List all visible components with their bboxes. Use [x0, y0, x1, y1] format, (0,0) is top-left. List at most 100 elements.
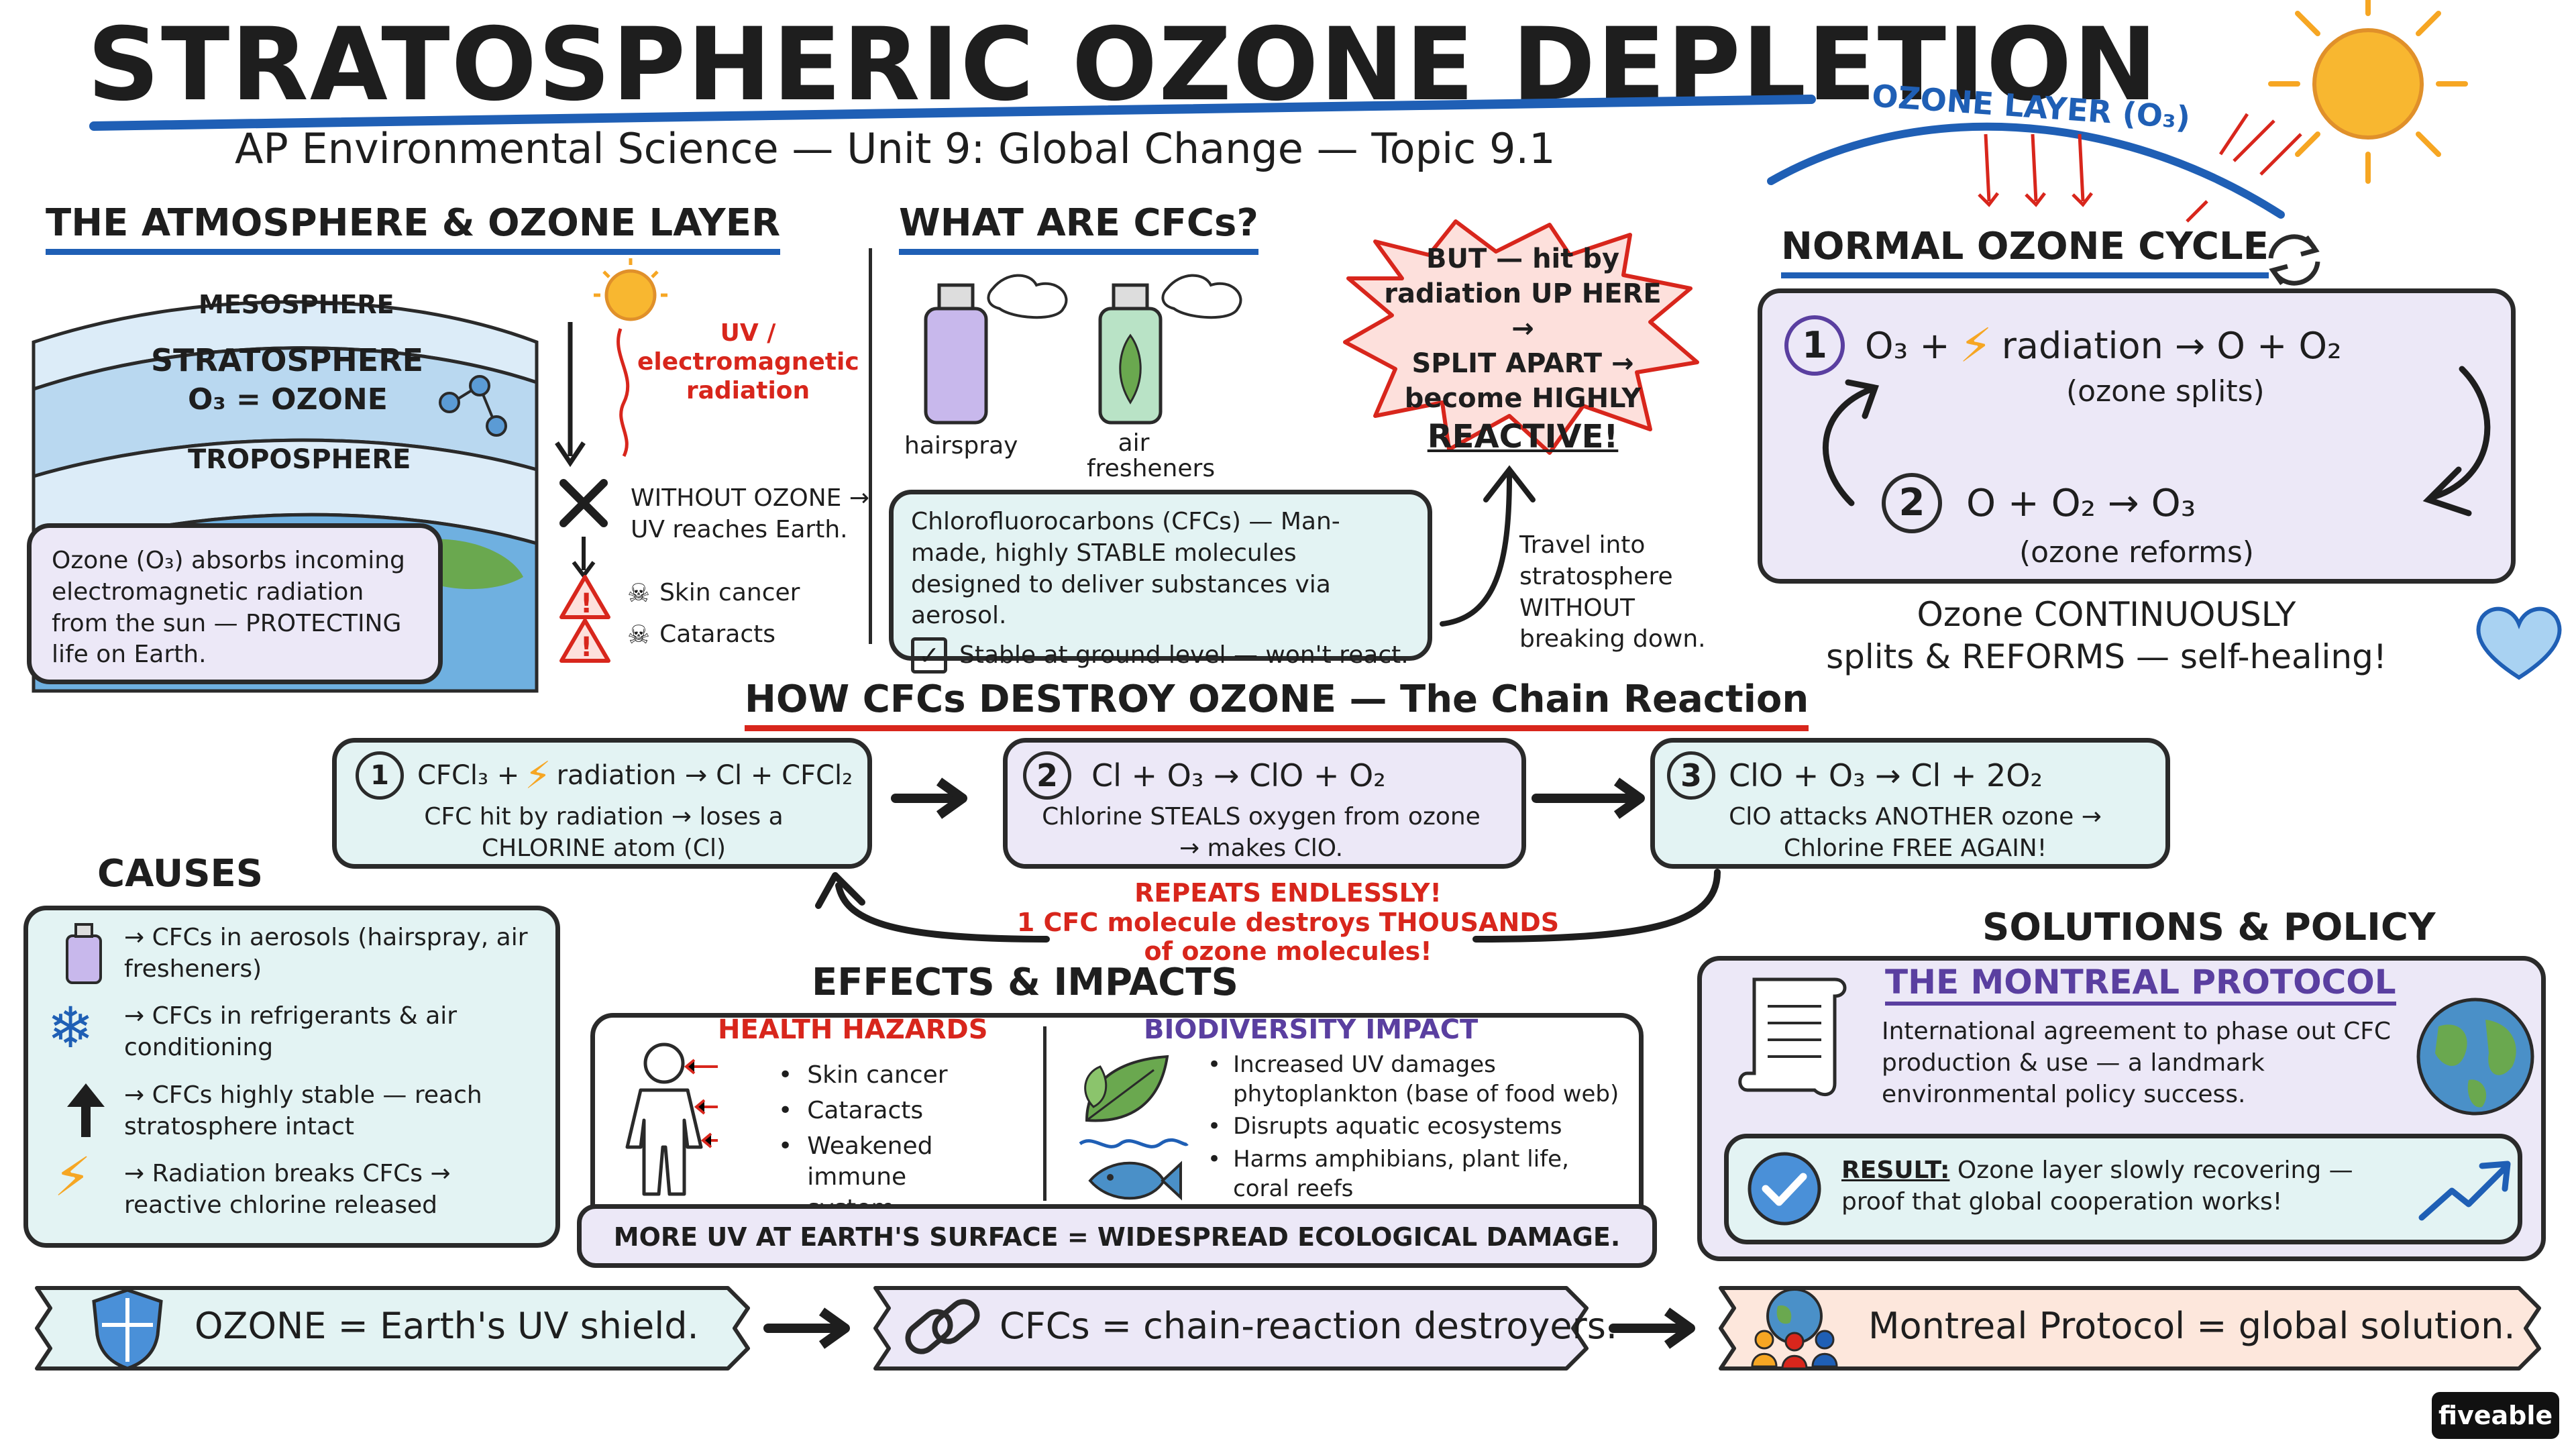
cycle-step1-note: (ozone splits)	[2066, 374, 2265, 409]
summary-banner-3	[1719, 1286, 2541, 1371]
effect-skin-cancer: Skin cancer	[659, 579, 800, 607]
bio-item: Harms amphibians, plant life, coral reef…	[1233, 1145, 1569, 1202]
protocol-text: International agreement to phase out CFC…	[1882, 1018, 2392, 1108]
chain-step3-box	[1650, 738, 2170, 869]
hairspray-can-icon	[924, 274, 1068, 425]
reactive-burst-shape	[1343, 219, 1699, 455]
chain-step1-box	[332, 738, 872, 869]
summary-banner-2	[873, 1286, 1589, 1371]
cycle-step1-eq-a: O₃ +	[1865, 324, 1950, 367]
mesosphere-label: MESOSPHERE	[199, 290, 394, 319]
travel-arrow	[1440, 465, 1536, 627]
cause-item: → CFCs in refrigerants & air conditionin…	[124, 1002, 458, 1061]
shield-icon	[92, 1288, 163, 1371]
effects-footer: MORE UV AT EARTH'S SURFACE = WIDESPREAD …	[613, 1222, 1621, 1252]
lightning-icon: ⚡	[1959, 318, 1992, 373]
effects-divider	[1043, 1026, 1046, 1201]
hairspray-label: hairspray	[904, 432, 1018, 460]
summary-ozone: OZONE = Earth's UV shield.	[195, 1305, 699, 1347]
result-text: RESULT: Ozone layer slowly recovering — …	[1841, 1157, 2353, 1216]
people-globe-icon	[1751, 1288, 1838, 1370]
ozone-formula-label: O₃ = OZONE	[188, 382, 388, 417]
effects-footer-banner: MORE UV AT EARTH'S SURFACE = WIDESPREAD …	[577, 1204, 1657, 1268]
check-circle-icon	[1748, 1152, 1821, 1226]
step-number: 2	[1882, 473, 1942, 533]
troposphere-label: TROPOSPHERE	[188, 444, 411, 475]
cfc-stable-note: Stable at ground level — won't react.	[959, 641, 1409, 669]
warning-icon: !	[559, 619, 610, 663]
summary-arrow-2	[1609, 1307, 1695, 1349]
scroll-document-icon	[1738, 977, 1847, 1097]
ozone-cycle-box	[1758, 288, 2516, 584]
cfc-definition-box: Chlorofluorocarbons (CFCs) — Man-made, h…	[889, 490, 1432, 674]
travel-text: Travel into stratosphere WITHOUT breakin…	[1519, 531, 1706, 653]
person-icon	[625, 1042, 718, 1196]
lightning-icon: ⚡	[525, 753, 551, 798]
chain-step1-eq-b: radiation → Cl + CFCl₂	[556, 760, 853, 791]
cycle-step1-eq-b: radiation → O + O₂	[2001, 324, 2342, 367]
summary-arrow-1	[763, 1307, 850, 1349]
heart-icon	[2476, 606, 2562, 680]
bio-item: Disrupts aquatic ecosystems	[1233, 1113, 1562, 1140]
brand-logo[interactable]: fiveable	[2432, 1392, 2559, 1439]
cycle-icon	[2268, 234, 2320, 286]
leaves-icon	[1084, 1055, 1169, 1122]
chain-arrow-2	[1532, 777, 1645, 819]
step-number: 1	[356, 751, 404, 800]
ozone-callout: Ozone (O₃) absorbs incoming electromagne…	[27, 523, 443, 684]
aerosol-can-icon	[66, 923, 102, 984]
bio-list: •Increased UV damages phytoplankton (bas…	[1208, 1050, 1630, 1203]
snowflake-icon: ❄	[47, 995, 95, 1061]
chain-step3-eq: ClO + O₃ → Cl + 2O₂	[1729, 757, 2043, 794]
effects-heading: EFFECTS & IMPACTS	[812, 961, 1238, 1004]
chain-link-icon	[905, 1299, 980, 1354]
fish-icon	[1088, 1161, 1182, 1201]
chain-arrow-1	[891, 777, 967, 819]
ozone-cycle-heading: NORMAL OZONE CYCLE	[1781, 225, 2269, 278]
causes-box	[23, 906, 560, 1248]
cycle-summary: Ozone CONTINUOUSLY splits & REFORMS — se…	[1826, 595, 2387, 676]
page-title: STRATOSPHERIC OZONE DEPLETION	[87, 7, 2159, 123]
without-ozone-text: WITHOUT OZONE → UV reaches Earth.	[631, 484, 870, 543]
result-box	[1724, 1134, 2522, 1244]
air-freshener-can-icon	[1098, 274, 1242, 425]
chain-loop-arrow	[815, 869, 1721, 943]
repeat-text: REPEATS ENDLESSLY! 1 CFC molecule destro…	[1016, 878, 1560, 967]
summary-montreal: Montreal Protocol = global solution.	[1868, 1305, 2516, 1347]
cause-item: → CFCs highly stable — reach stratospher…	[124, 1081, 482, 1140]
cfc-definition: Chlorofluorocarbons (CFCs) — Man-made, h…	[911, 508, 1340, 630]
atmosphere-heading: THE ATMOSPHERE & OZONE LAYER	[46, 201, 781, 255]
water-waves-icon	[1079, 1138, 1189, 1148]
page-subtitle: AP Environmental Science — Unit 9: Globa…	[235, 124, 1556, 173]
bio-item: Increased UV damages phytoplankton (base…	[1233, 1051, 1619, 1108]
chain-step2-note: Chlorine STEALS oxygen from ozone → make…	[1042, 803, 1481, 862]
step-number: 1	[1784, 315, 1845, 376]
health-item: Cataracts	[807, 1096, 924, 1124]
chain-step2-eq: Cl + O₃ → ClO + O₂	[1091, 757, 1386, 794]
chain-heading: HOW CFCs DESTROY OZONE — The Chain React…	[745, 678, 1809, 731]
summary-cfcs: CFCs = chain-reaction destroyers.	[1000, 1305, 1618, 1347]
chain-step1-eq-a: CFCl₃ +	[417, 760, 520, 791]
skull-icon: ☠	[627, 578, 651, 608]
chain-step3-note: ClO attacks ANOTHER ozone → Chlorine FRE…	[1729, 803, 2102, 862]
bio-heading: BIODIVERSITY IMPACT	[1144, 1014, 1479, 1045]
step-number: 2	[1023, 751, 1071, 800]
health-list: •Skin cancer •Cataracts •Weakened immune…	[778, 1060, 968, 1225]
up-arrow-icon	[67, 1083, 105, 1137]
warning-icon: !	[559, 575, 610, 619]
trend-up-icon	[2418, 1161, 2511, 1221]
cfcs-heading: WHAT ARE CFCs?	[899, 201, 1258, 255]
health-item: Skin cancer	[807, 1061, 948, 1089]
causes-heading: CAUSES	[97, 852, 264, 896]
uv-label: UV / electromagnetic radiation	[637, 319, 859, 405]
air-fresheners-label: air fresheners	[1087, 429, 1216, 482]
globe-icon	[2416, 998, 2534, 1116]
ozone-layer-arc	[1767, 113, 2302, 223]
checkbox-icon: ✓	[911, 637, 947, 674]
cause-item: → CFCs in aerosols (hairspray, air fresh…	[124, 924, 528, 983]
cycle-step2-eq: O + O₂ → O₃	[1966, 481, 2196, 525]
uv-sun-icon	[555, 258, 667, 468]
skull-icon: ☠	[627, 620, 651, 649]
health-heading: HEALTH HAZARDS	[718, 1014, 988, 1045]
